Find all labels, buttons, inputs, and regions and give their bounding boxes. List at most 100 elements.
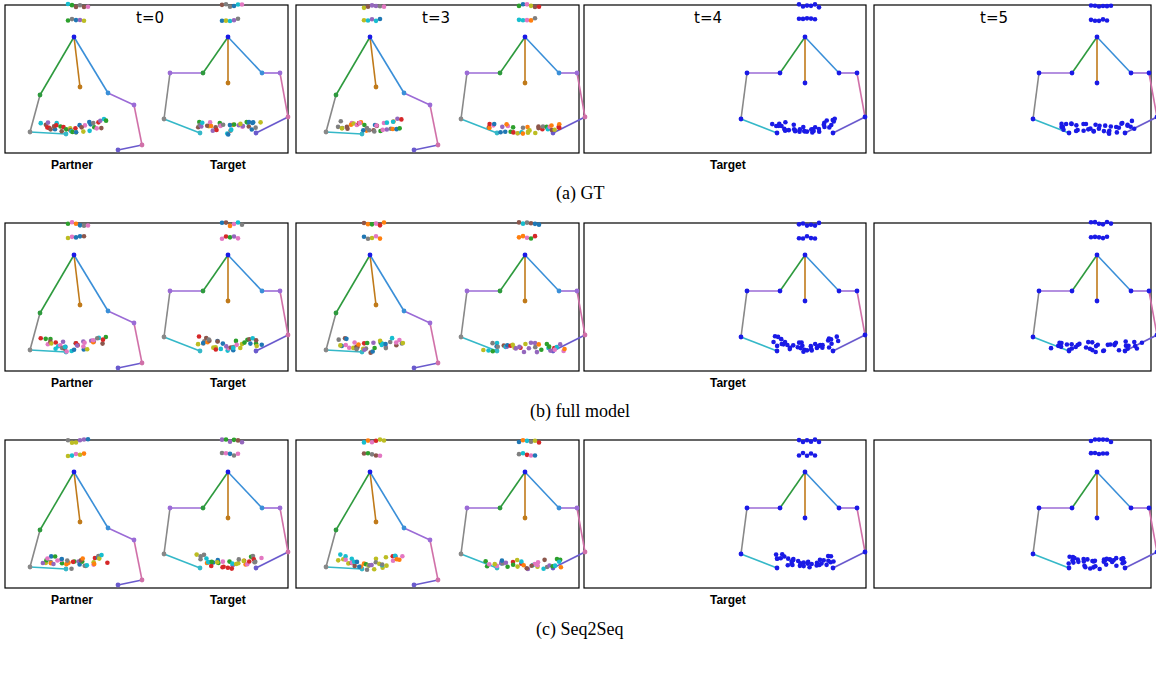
joint-point — [402, 526, 407, 531]
limb-line — [577, 508, 585, 552]
limb-line — [857, 291, 865, 335]
hand-point — [836, 339, 841, 344]
face-point — [240, 2, 245, 7]
face-point — [370, 452, 375, 457]
hand-point — [786, 128, 791, 133]
hand-point — [234, 339, 239, 344]
hand-point — [338, 552, 343, 557]
joint-point — [1147, 289, 1152, 294]
hand-point — [481, 348, 486, 353]
pose-label: Target — [210, 593, 246, 607]
face-point — [801, 17, 806, 22]
hand-point — [258, 120, 263, 125]
hand-point — [221, 559, 226, 564]
face-point — [236, 236, 241, 241]
hand-point — [63, 345, 68, 350]
hand-point — [521, 131, 526, 136]
joint-point — [334, 93, 339, 98]
hand-point — [1106, 130, 1111, 135]
hand-point — [1120, 561, 1125, 566]
hand-point — [45, 556, 50, 561]
hand-point — [492, 122, 497, 127]
hand-point — [487, 126, 492, 131]
hand-point — [486, 348, 491, 353]
hand-point — [74, 130, 79, 135]
hand-point — [214, 128, 219, 133]
joint-point — [1147, 71, 1152, 76]
joint-point — [739, 117, 744, 122]
hand-point — [548, 348, 553, 353]
face-point — [797, 17, 802, 22]
limb-line — [134, 105, 142, 145]
hand-point — [783, 120, 788, 125]
joint-point — [831, 349, 836, 354]
hand-point — [790, 563, 795, 568]
limb-line — [1149, 73, 1156, 117]
joint-point — [778, 71, 783, 76]
hand-point — [1074, 123, 1079, 128]
hand-point — [539, 347, 544, 352]
joint-point — [465, 289, 470, 294]
hand-point — [1102, 129, 1107, 134]
joint-point — [374, 85, 379, 90]
face-point — [362, 18, 367, 23]
limb-line — [227, 472, 229, 518]
face-point — [232, 4, 237, 9]
hand-point — [511, 130, 516, 135]
hand-point — [801, 125, 806, 130]
hand-point — [1093, 122, 1098, 127]
hand-point — [1077, 342, 1082, 347]
hand-point — [791, 122, 796, 127]
hand-point — [536, 342, 541, 347]
hand-point — [338, 343, 343, 348]
limb-line — [30, 350, 66, 352]
face-point — [529, 4, 534, 9]
hand-point — [809, 348, 814, 353]
hand-point — [81, 129, 86, 134]
hand-point — [254, 344, 259, 349]
face-point — [813, 17, 818, 22]
face-point — [533, 234, 538, 239]
limb-line — [262, 72, 280, 74]
joint-point — [498, 289, 503, 294]
limb-line — [1039, 72, 1072, 74]
face-point — [70, 3, 75, 8]
limb-line — [108, 528, 134, 540]
face-point — [220, 437, 225, 442]
joint-point — [28, 130, 33, 135]
face-point — [362, 451, 367, 456]
limb-line — [741, 73, 747, 119]
joint-point — [278, 289, 283, 294]
limb-line — [553, 552, 585, 568]
hand-point — [51, 562, 56, 567]
face-point — [366, 18, 371, 23]
face-point — [382, 220, 387, 225]
panel-frame — [296, 5, 579, 153]
face-point — [66, 2, 71, 7]
joint-point — [863, 115, 868, 120]
limb-line — [1033, 119, 1069, 133]
joint-point — [575, 506, 580, 511]
limb-line — [170, 507, 203, 509]
pose-label: Target — [210, 376, 246, 390]
face-point — [78, 452, 83, 457]
limb-line — [1072, 255, 1097, 291]
joint-point — [523, 299, 528, 304]
joint-point — [162, 335, 167, 340]
joint-point — [132, 538, 137, 543]
subfigure-caption: (a) GT — [556, 183, 604, 204]
face-point — [517, 18, 522, 23]
limb-line — [839, 72, 857, 74]
joint-point — [38, 93, 43, 98]
joint-point — [286, 550, 291, 555]
joint-point — [254, 131, 259, 136]
face-point — [517, 220, 522, 225]
hand-point — [819, 561, 824, 566]
face-point — [86, 437, 91, 442]
hand-point — [820, 346, 825, 351]
hand-point — [385, 127, 390, 132]
hand-point — [1069, 121, 1074, 126]
face-point — [813, 453, 818, 458]
limb-line — [414, 363, 438, 368]
